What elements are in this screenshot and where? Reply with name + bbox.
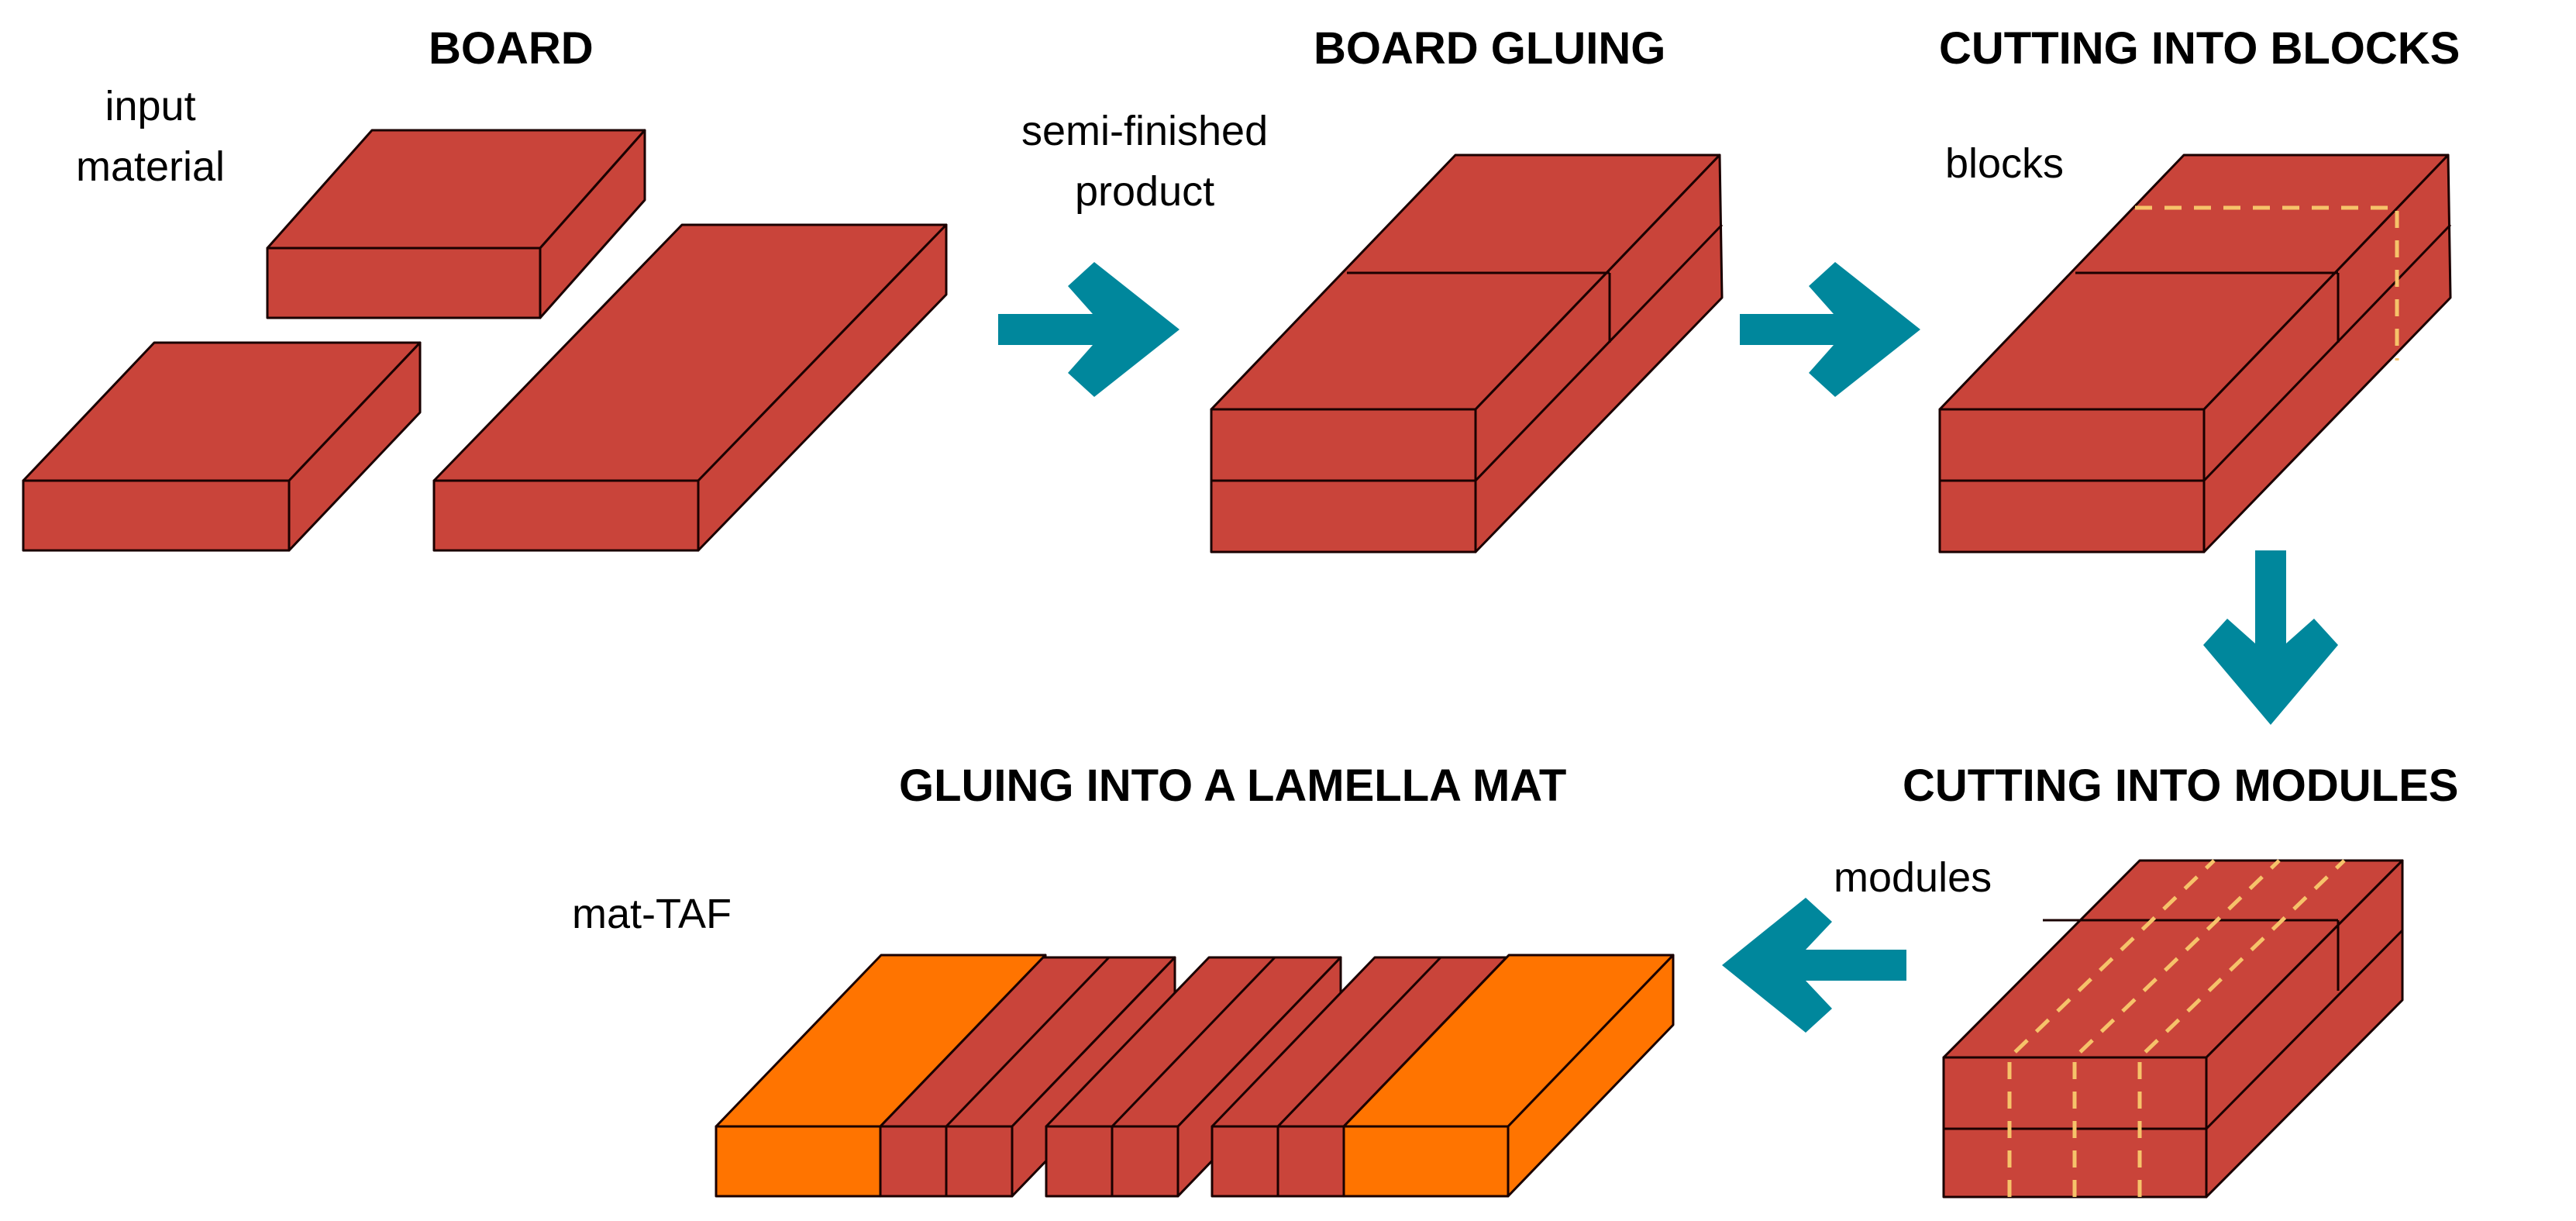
label-blocks: blocks	[1945, 140, 2065, 187]
arrow-blocks-to-modules	[2203, 550, 2338, 725]
board-gluing-stack	[1210, 153, 1724, 554]
lamella-mat	[715, 954, 1675, 1198]
module-cut-line-1	[2007, 859, 2216, 1197]
heading-gluing-mat: GLUING INTO A LAMELLA MAT	[899, 761, 1567, 811]
label-semi-finished-product: semi-finished product	[1021, 101, 1268, 222]
arrow-modules-to-mat	[1722, 898, 1906, 1033]
cutting-modules-stack	[1942, 859, 2404, 1199]
board-box-top	[266, 129, 646, 319]
label-input-material-line2: material	[76, 143, 226, 191]
arrow-board-to-gluing	[998, 262, 1180, 397]
label-mat-taf: mat-TAF	[572, 891, 732, 937]
label-modules: modules	[1834, 854, 1992, 901]
label-input-material: input material	[76, 76, 225, 198]
board-box-left	[22, 341, 422, 552]
board-gluing-right-seam	[1474, 223, 1724, 482]
heading-cutting-blocks: CUTTING INTO BLOCKS	[1939, 23, 2461, 74]
arrow-gluing-to-blocks	[1740, 262, 1920, 397]
label-semi-finished-line2: product	[1075, 168, 1215, 216]
board-stage-boards	[22, 129, 948, 552]
label-semi-finished-line1: semi-finished	[1021, 108, 1269, 154]
label-input-material-line1: input	[105, 83, 196, 129]
heading-board-gluing: BOARD GLUING	[1314, 23, 1666, 74]
taf-mat-right-board	[1342, 954, 1675, 1198]
module-cut-line-2	[2072, 859, 2281, 1197]
board-box-right	[432, 223, 948, 552]
heading-cutting-modules: CUTTING INTO MODULES	[1903, 761, 2459, 811]
module-cut-line-3	[2137, 859, 2346, 1197]
block-cut-line	[2135, 205, 2399, 360]
cutting-blocks-stack	[1938, 153, 2452, 554]
heading-board: BOARD	[429, 23, 594, 74]
